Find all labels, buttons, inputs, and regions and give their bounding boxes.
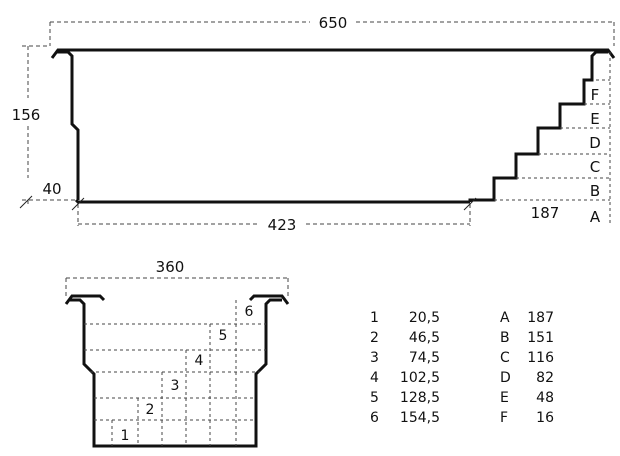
step-number-6: 6	[245, 304, 254, 320]
cross-section-outline	[64, 294, 290, 448]
tick-mark	[19, 195, 33, 209]
depth-label: 156	[12, 106, 41, 124]
stair-label-b: B	[590, 182, 600, 200]
stair-guides	[494, 52, 611, 224]
stair-label-e: E	[590, 110, 599, 128]
side-view: 650 156 40 A B C D E F	[12, 14, 616, 234]
stair-length-label: 187	[531, 204, 560, 222]
floor-length-dimension	[77, 204, 471, 226]
tick-mark	[463, 197, 477, 211]
step-number-5: 5	[219, 328, 228, 344]
step-number-4: 4	[195, 353, 204, 369]
stair-label-a: A	[590, 208, 601, 226]
cross-section: 360 1 2 3 4 5 6	[64, 258, 290, 448]
width-dimension	[65, 277, 289, 296]
floor-length-label: 423	[268, 216, 297, 234]
shallow-step-label: 40	[42, 180, 61, 198]
step-number-1: 1	[121, 428, 130, 444]
tick-mark	[71, 197, 85, 211]
step-grid	[84, 300, 266, 446]
total-length-dimension	[49, 21, 615, 46]
stair-label-c: C	[590, 158, 600, 176]
stair-label-d: D	[589, 134, 601, 152]
stair-label-f: F	[591, 86, 600, 104]
total-length-label: 650	[319, 14, 348, 32]
step-number-2: 2	[146, 402, 155, 418]
side-view-outline	[50, 48, 616, 204]
width-label: 360	[156, 258, 185, 276]
step-number-3: 3	[171, 378, 180, 394]
